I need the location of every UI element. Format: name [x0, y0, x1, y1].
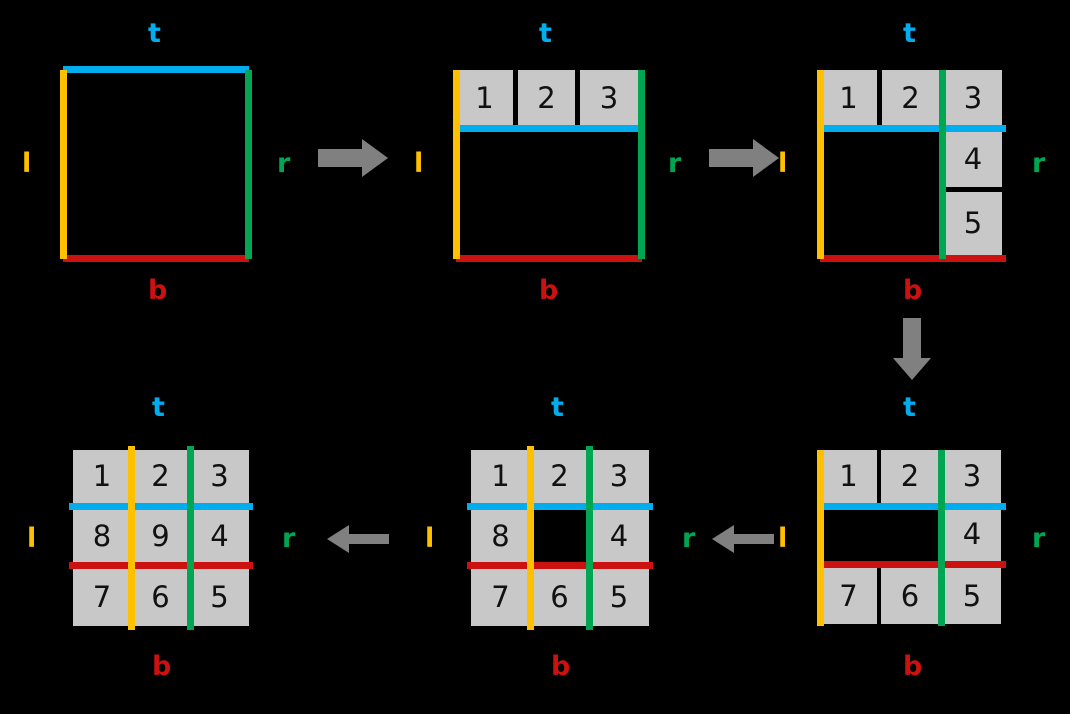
panel-6-label-right: r	[282, 523, 296, 554]
panel-2-label-bottom: b	[539, 275, 559, 306]
panel-1-empty-square	[60, 66, 252, 262]
arrow-5-to-6	[327, 525, 389, 553]
panel-2-cell-r0c1: 2	[518, 70, 575, 127]
panel-1-label-right: r	[277, 148, 291, 179]
panel-3-label-right: r	[1032, 148, 1046, 179]
panel-3-cell-r0c1: 2	[882, 70, 939, 127]
panel-6-label-left: l	[27, 523, 37, 554]
arrow-1-to-2	[318, 139, 388, 177]
panel-4-bottom-edge	[820, 561, 1006, 568]
panel-6-cell-r0c0: 1	[73, 450, 131, 503]
panel-1-label-top: t	[148, 18, 161, 49]
panel-4-top-edge	[820, 503, 1006, 510]
panel-3-bottom-edge	[820, 255, 1006, 262]
panel-4-label-left: l	[778, 523, 788, 554]
panel-2-top-row: 1 2 3	[453, 70, 645, 262]
panel-2-label-right: r	[668, 148, 682, 179]
panel-6-cell-r0c2: 3	[190, 450, 249, 503]
panel-2-label-top: t	[539, 18, 552, 49]
panel-6-cell-r2c2: 5	[190, 569, 249, 626]
panel-3-label-top: t	[903, 18, 916, 49]
panel-4-cell-r0c0: 1	[820, 450, 877, 503]
panel-5-label-right: r	[682, 523, 696, 554]
panel-6-cell-r1c2: 4	[190, 510, 249, 563]
panel-4-right-edge	[938, 450, 945, 626]
panel-2-label-left: l	[414, 148, 424, 179]
panel-2-right-edge	[638, 70, 645, 259]
panel-3-top-row-right-column: 1 2 3 4 5	[817, 70, 1006, 262]
panel-4-ring-partial: 1 2 3 4 7 6 5	[817, 450, 1006, 626]
panel-4-cell-r0c1: 2	[881, 450, 939, 503]
panel-5-cell-r2c1: 6	[530, 569, 589, 626]
panel-6-right-edge	[187, 446, 194, 630]
panel-4-cell-r2c0: 7	[820, 568, 877, 624]
panel-1-top-edge	[63, 66, 249, 73]
panel-4-label-top: t	[903, 392, 916, 423]
panel-3-cell-r2c2: 5	[944, 192, 1002, 255]
panel-4-cell-r0c2: 3	[943, 450, 1001, 503]
panel-2-cell-r0c0: 1	[456, 70, 513, 127]
panel-2-cell-r0c2: 3	[580, 70, 638, 127]
panel-4-cell-r2c2: 5	[943, 568, 1001, 624]
panel-3-cell-r1c2: 4	[944, 132, 1002, 187]
panel-5-left-edge	[527, 446, 534, 630]
arrow-2-to-3	[709, 139, 779, 177]
panel-5-bottom-edge	[467, 562, 653, 569]
panel-6-left-edge	[128, 446, 135, 630]
panel-5-label-left: l	[425, 523, 435, 554]
panel-6-cell-r1c0: 8	[73, 510, 131, 563]
panel-1-right-edge	[245, 70, 252, 259]
panel-4-cell-r2c1: 6	[881, 568, 939, 624]
panel-1-label-left: l	[22, 148, 32, 179]
panel-5-cell-r1c2: 4	[589, 510, 649, 563]
panel-3-label-left: l	[778, 148, 788, 179]
panel-4-cell-r1c2: 4	[943, 507, 1001, 562]
panel-3-cell-r0c2: 3	[944, 70, 1002, 127]
panel-6-cell-r2c0: 7	[73, 569, 131, 626]
panel-1-label-bottom: b	[148, 275, 168, 306]
panel-5-ring: 1 2 3 8 4 7 6 5	[467, 446, 653, 630]
panel-4-left-edge	[817, 450, 824, 626]
arrow-3-to-4	[893, 318, 931, 380]
panel-6-top-edge	[69, 503, 253, 510]
panel-6-cell-r2c1: 6	[131, 569, 190, 626]
panel-3-left-edge	[817, 70, 824, 259]
panel-5-cell-r0c0: 1	[471, 450, 530, 503]
panel-5-cell-r1c0: 8	[471, 510, 530, 563]
panel-6-cell-r1c1: 9	[131, 510, 190, 563]
panel-3-top-edge	[820, 125, 1006, 132]
panel-5-cell-r2c0: 7	[471, 569, 530, 626]
panel-2-bottom-edge	[456, 255, 642, 262]
panel-4-label-bottom: b	[903, 651, 923, 682]
panel-5-cell-r0c2: 3	[589, 450, 649, 503]
panel-3-cell-r0c0: 1	[820, 70, 877, 127]
panel-6-label-bottom: b	[152, 651, 172, 682]
panel-6-full-grid: 1 2 3 8 9 4 7 6 5	[69, 446, 253, 630]
panel-5-label-bottom: b	[551, 651, 571, 682]
panel-1-left-edge	[60, 70, 67, 259]
panel-6-bottom-edge	[69, 562, 253, 569]
panel-2-top-edge	[456, 125, 642, 132]
panel-5-right-edge	[586, 446, 593, 630]
panel-3-right-edge	[939, 70, 946, 259]
panel-2-left-edge	[453, 70, 460, 259]
panel-5-cell-r1c1-empty	[530, 510, 589, 563]
panel-6-cell-r0c1: 2	[131, 450, 190, 503]
panel-5-top-edge	[467, 503, 653, 510]
panel-5-cell-r0c1: 2	[530, 450, 589, 503]
panel-5-cell-r2c2: 5	[589, 569, 649, 626]
panel-5-label-top: t	[551, 392, 564, 423]
panel-6-label-top: t	[152, 392, 165, 423]
panel-3-label-bottom: b	[903, 275, 923, 306]
panel-4-label-right: r	[1032, 523, 1046, 554]
arrow-4-to-5	[712, 525, 774, 553]
panel-1-bottom-edge	[63, 255, 249, 262]
